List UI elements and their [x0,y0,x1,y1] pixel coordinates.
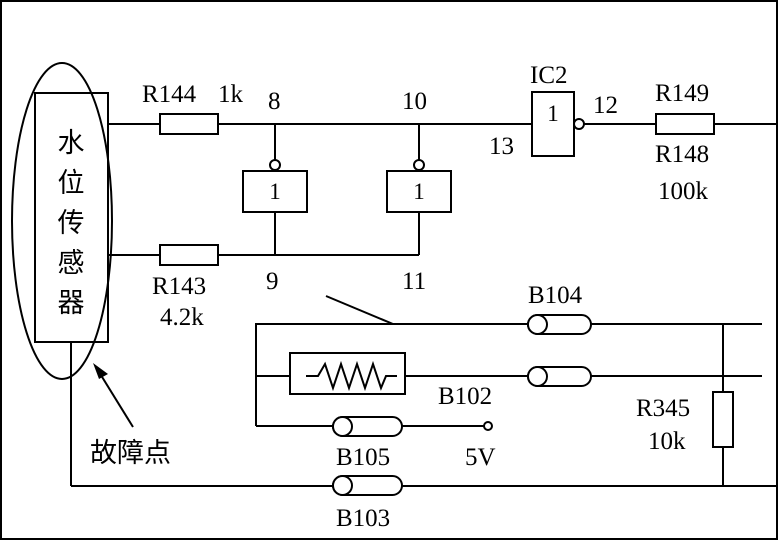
connector-b102-cap [527,366,548,387]
resistor-r345-name: R345 [636,395,690,422]
fault-label: 故障点 [90,438,171,469]
resistor-r144 [159,113,219,135]
ic2-inversion-bubble [573,118,585,130]
connector-b104-cap [527,314,548,335]
resistor-r345 [712,391,734,448]
sensor-char-1: 水 [58,128,85,159]
resistor-r148-value: 100k [658,178,709,205]
ic2-gate [531,91,575,157]
pin-11-label: 11 [402,268,426,295]
resistor-r143-name: R143 [152,273,206,300]
switch-blade [325,295,394,325]
resistor-r144-name: R144 [142,81,197,108]
resistor-r345-value: 10k [648,428,686,455]
heater-zigzag [306,360,397,392]
sensor-char-5: 器 [58,288,85,319]
ic2-name: IC2 [530,62,568,89]
pin-10-label: 10 [402,88,427,115]
resistor-r149 [655,113,715,135]
pin-9-label: 9 [266,268,279,295]
resistor-r143-value: 4.2k [160,304,204,331]
pin-8-label: 8 [268,88,281,115]
resistor-r143 [159,244,219,266]
fault-arrow-line [98,371,134,428]
sensor-char-2: 位 [58,168,85,199]
connector-b103-label: B103 [336,505,390,532]
connector-b105-label: B105 [336,444,390,471]
ic2-gate-label: 1 [547,101,559,126]
fault-arrow-head [93,363,108,379]
pin-13-label: 13 [489,133,514,160]
fault-ellipse [11,62,113,380]
heater-element [289,352,406,395]
fault-ellipse-dashdot [5,139,16,301]
connector-b104-label: B104 [528,282,583,309]
gate2-label: 1 [413,179,425,204]
sensor-char-4: 感 [58,248,85,279]
connector-b103-cap [332,475,353,496]
resistor-r144-value: 1k [218,81,244,108]
connector-b105-cap [332,416,353,437]
terminal-5v [483,421,493,431]
resistor-r149-name: R149 [655,80,709,107]
gate1-label: 1 [269,179,281,204]
resistor-r148-name: R148 [655,141,709,168]
supply-5v-label: 5V [465,444,496,471]
connector-b102-label: B102 [438,383,492,410]
pin-12-label: 12 [593,92,618,119]
gate1-inversion-bubble [269,159,281,171]
sensor-char-3: 传 [58,208,85,239]
gate2-inversion-bubble [413,159,425,171]
